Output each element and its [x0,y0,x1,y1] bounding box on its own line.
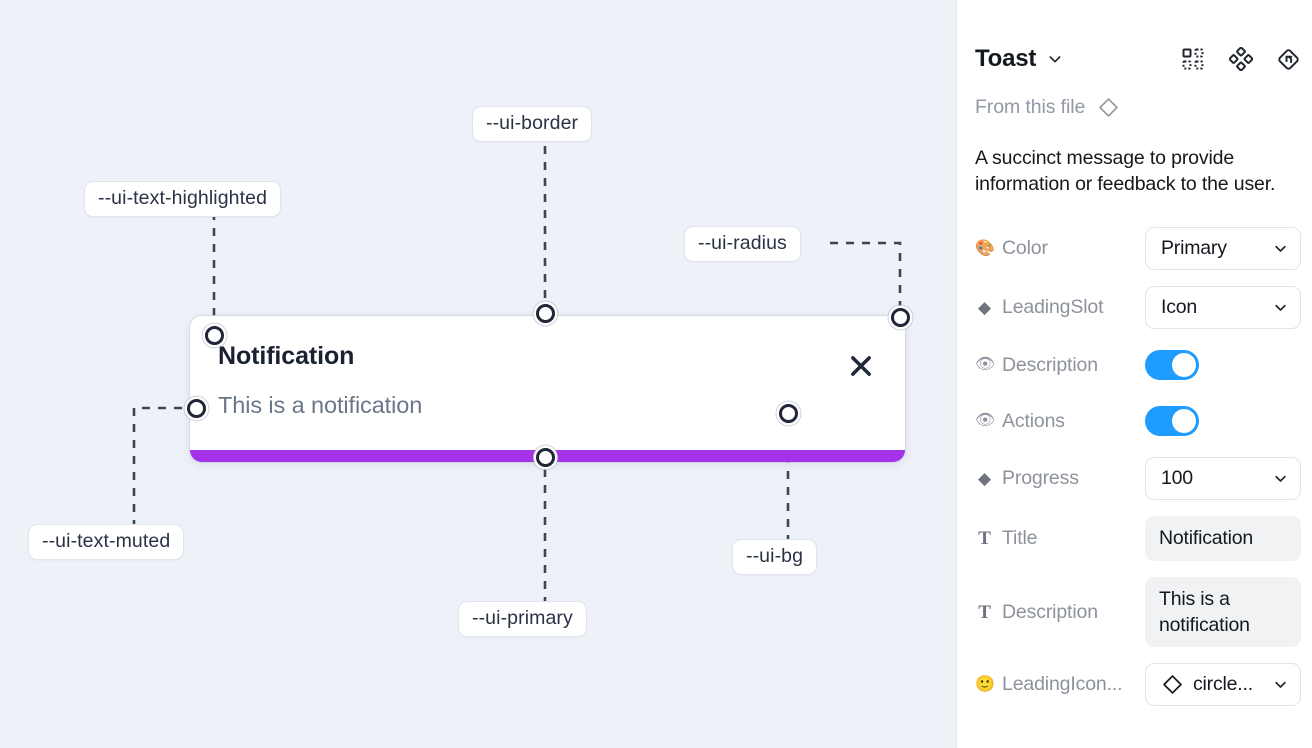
property-label-title: T Title [975,527,1145,550]
properties-panel: Toast [956,0,1312,748]
variants-diamond-icon[interactable] [1228,47,1253,72]
text-type-icon: T [978,528,991,550]
property-row-description-visibility: 👁 Description [975,345,1301,385]
property-control-progress: 100 [1145,457,1301,501]
panel-header: Toast [975,28,1301,90]
wire-ui-radius [830,241,902,314]
property-control-description-visibility [1145,350,1301,381]
token-label-ui-primary[interactable]: --ui-primary [458,601,587,638]
property-label-actions-visibility: 👁 Actions [975,410,1145,433]
leadingicon-select[interactable]: circle... [1145,663,1301,707]
property-control-leadingicon: circle... [1145,663,1301,707]
property-control-leadingslot: Icon [1145,286,1301,330]
anchor-handle-ui-text-highlighted[interactable] [205,326,224,345]
diamond-outline-icon [1097,96,1120,119]
from-this-file-row[interactable]: From this file [975,92,1301,122]
property-row-progress: ◆ Progress 100 [975,457,1301,501]
property-control-title: Notification [1145,516,1301,561]
palette-emoji-icon: 🎨 [975,239,995,257]
actions-toggle[interactable] [1145,406,1199,437]
anchor-handle-ui-border[interactable] [536,304,555,323]
page-title: Toast [975,45,1037,72]
property-control-description-text: This is a notification [1145,576,1301,648]
property-label-progress: ◆ Progress [975,467,1145,490]
chevron-down-icon [1273,677,1288,692]
property-label-leadingslot: ◆ LeadingSlot [975,296,1145,319]
property-name: Description [1002,353,1098,376]
leadingslot-select-value: Icon [1161,296,1198,319]
close-icon[interactable] [847,352,875,380]
property-label-description-visibility: 👁 Description [975,354,1145,377]
component-description: A succinct message to provide informatio… [975,147,1276,195]
description-toggle[interactable] [1145,350,1199,381]
title-input[interactable]: Notification [1145,516,1301,561]
property-label-description-text: T Description [975,601,1145,624]
property-row-color: 🎨 Color Primary [975,227,1301,271]
property-name: Description [1002,600,1098,623]
property-control-color: Primary [1145,227,1301,271]
filled-diamond-icon: ◆ [978,469,991,489]
anchor-handle-ui-bg[interactable] [779,404,798,423]
reset-instance-icon[interactable] [1276,47,1301,72]
text-type-icon: T [978,601,991,623]
filled-diamond-icon: ◆ [978,298,991,318]
property-name: Title [1002,527,1038,550]
property-row-leadingicon: 🙂 LeadingIcon... circle... [975,663,1301,707]
property-name: Actions [1002,409,1065,432]
toast-title: Notification [218,342,355,370]
wire-ui-text-muted [132,406,193,528]
property-label-color: 🎨 Color [975,237,1145,260]
property-row-title: T Title Notification [975,516,1301,561]
component-grid-icon[interactable] [1180,47,1205,72]
token-label-ui-border[interactable]: --ui-border [472,106,593,143]
eye-emoji-icon: 👁 [975,356,996,374]
property-name: LeadingIcon... [1002,673,1123,696]
property-name: Color [1002,237,1048,260]
chevron-down-icon[interactable] [1047,51,1063,67]
progress-select[interactable]: 100 [1145,457,1301,501]
smiley-emoji-icon: 🙂 [975,675,995,693]
property-name: LeadingSlot [1002,296,1104,319]
property-name: Progress [1002,467,1079,490]
diamond-outline-icon [1161,673,1184,696]
token-label-ui-text-highlighted[interactable]: --ui-text-highlighted [84,181,282,218]
description-input[interactable]: This is a notification [1145,576,1301,648]
design-canvas[interactable]: Notification This is a notification --ui… [0,0,956,748]
leadingslot-select[interactable]: Icon [1145,286,1301,330]
toast-description: This is a notification [218,392,423,418]
color-select[interactable]: Primary [1145,227,1301,271]
token-label-ui-bg[interactable]: --ui-bg [732,539,818,576]
property-row-actions-visibility: 👁 Actions [975,401,1301,441]
anchor-handle-ui-radius[interactable] [891,308,910,327]
property-row-description-text: T Description This is a notification [975,576,1301,648]
chevron-down-icon [1273,471,1288,486]
property-label-leadingicon: 🙂 LeadingIcon... [975,673,1145,696]
token-label-ui-text-muted[interactable]: --ui-text-muted [28,524,185,561]
color-select-value: Primary [1161,237,1227,260]
chevron-down-icon [1273,241,1288,256]
chevron-down-icon [1273,300,1288,315]
property-list: 🎨 Color Primary ◆ LeadingSlot [975,227,1301,707]
token-label-ui-radius[interactable]: --ui-radius [684,226,801,263]
property-control-actions-visibility [1145,406,1301,437]
anchor-handle-ui-text-muted[interactable] [187,399,206,418]
anchor-handle-ui-primary[interactable] [536,448,555,467]
eye-emoji-icon: 👁 [975,412,996,430]
property-row-leadingslot: ◆ LeadingSlot Icon [975,286,1301,330]
from-this-file-label: From this file [975,95,1086,118]
panel-toolbar [1180,47,1301,72]
toast-component[interactable]: Notification This is a notification [190,316,905,462]
leadingicon-select-value: circle... [1193,673,1253,696]
progress-select-value: 100 [1161,467,1193,490]
